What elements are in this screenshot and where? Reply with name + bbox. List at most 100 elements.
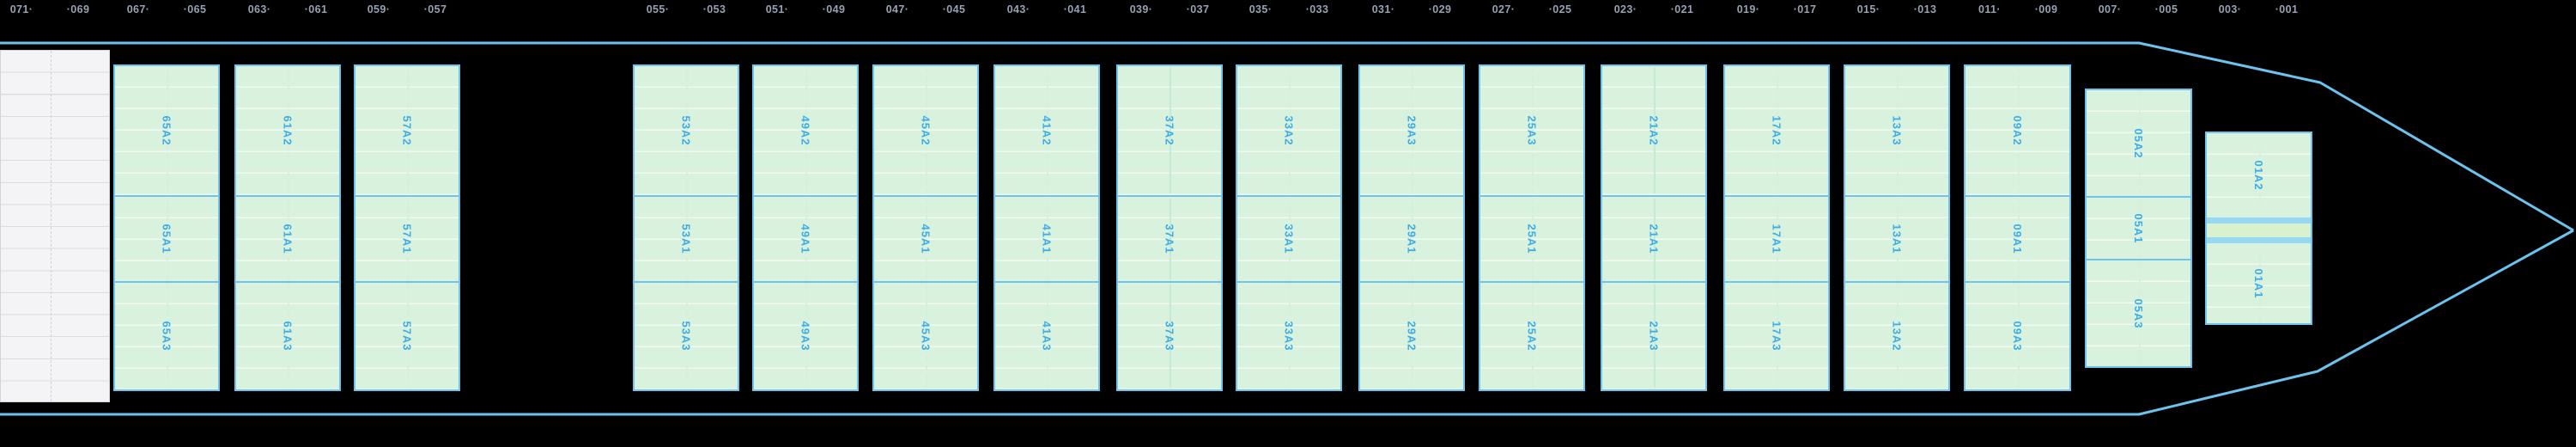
slot-09A3[interactable]: 09A3: [1965, 281, 2069, 389]
slot-label-25A3: 25A3: [1525, 115, 1539, 146]
slot-label-25A2: 25A2: [1525, 321, 1539, 352]
slot-61A3[interactable]: 61A3: [236, 281, 339, 389]
frame-number-003: 003·: [2218, 3, 2242, 15]
slot-label-05A3: 05A3: [2132, 297, 2145, 329]
slot-centerline: [1047, 285, 1048, 388]
slot-61A1[interactable]: 61A1: [236, 195, 339, 281]
slot-53A2[interactable]: 53A2: [635, 66, 738, 195]
slot-41A3[interactable]: 41A3: [995, 281, 1098, 389]
slot-17A3[interactable]: 17A3: [1725, 281, 1828, 389]
slot-29A1[interactable]: 29A1: [1360, 195, 1463, 281]
slot-centerline: [2258, 245, 2261, 321]
frame-number-063: 063·: [247, 3, 271, 15]
slot-17A1[interactable]: 17A1: [1725, 195, 1828, 281]
slot-05A1[interactable]: 05A1: [2087, 196, 2190, 259]
slot-45A3[interactable]: 45A3: [874, 281, 977, 389]
frame-number-065: ·065: [183, 3, 207, 15]
slot-65A3[interactable]: 65A3: [115, 281, 218, 389]
slot-label-37A3: 37A3: [1163, 321, 1176, 352]
slot-13A2[interactable]: 13A2: [1845, 281, 1948, 389]
slot-centerline: [407, 285, 409, 388]
slot-centerline: [1170, 68, 1171, 193]
slot-label-49A1: 49A1: [799, 224, 812, 254]
slot-25A3[interactable]: 25A3: [1480, 66, 1583, 195]
slot-21A3[interactable]: 21A3: [1602, 281, 1705, 389]
frame-number-029: ·029: [1428, 3, 1452, 15]
slot-label-13A1: 13A1: [1890, 224, 1904, 254]
slot-25A1[interactable]: 25A1: [1480, 195, 1583, 281]
frame-number-023: 023·: [1613, 3, 1637, 15]
slot-label-29A2: 29A2: [1405, 321, 1419, 352]
slot-label-17A3: 17A3: [1770, 321, 1783, 352]
slot-centerline: [167, 285, 168, 388]
slot-label-17A2: 17A2: [1770, 115, 1783, 146]
slot-61A2[interactable]: 61A2: [236, 66, 339, 195]
frame-number-013: ·013: [1913, 3, 1937, 15]
slot-centerline: [1532, 68, 1534, 193]
slot-45A2[interactable]: 45A2: [874, 66, 977, 195]
frame-number-059: 059·: [367, 3, 391, 15]
slot-21A1[interactable]: 21A1: [1602, 195, 1705, 281]
slot-centerline: [1897, 199, 1899, 279]
slot-centerline: [2017, 199, 2020, 279]
frame-number-011: 011·: [1978, 3, 2001, 15]
slot-17A2[interactable]: 17A2: [1725, 66, 1828, 195]
slot-01A2[interactable]: 01A2: [2207, 133, 2311, 217]
slot-label-33A2: 33A2: [1282, 115, 1296, 146]
slot-05A3[interactable]: 05A3: [2087, 259, 2190, 366]
slot-29A3[interactable]: 29A3: [1360, 66, 1463, 195]
slot-label-33A1: 33A1: [1282, 224, 1296, 254]
slot-57A1[interactable]: 57A1: [355, 195, 459, 281]
slot-label-41A1: 41A1: [1040, 224, 1054, 254]
slot-centerline: [1654, 199, 1656, 279]
frame-number-045: ·045: [942, 3, 966, 15]
slot-centerline: [926, 199, 927, 279]
slot-37A2[interactable]: 37A2: [1118, 66, 1221, 195]
slot-label-01A1: 01A1: [2252, 267, 2265, 299]
slot-53A3[interactable]: 53A3: [635, 281, 738, 389]
slot-41A2[interactable]: 41A2: [995, 66, 1098, 195]
slot-65A1[interactable]: 65A1: [115, 195, 218, 281]
bay-37: 37A2 37A1 37A3: [1116, 64, 1223, 391]
slot-label-37A1: 37A1: [1163, 224, 1176, 254]
slot-25A2[interactable]: 25A2: [1480, 281, 1583, 389]
frame-number-033: ·033: [1305, 3, 1329, 15]
bay-13: 13A3 13A1 13A2: [1844, 64, 1950, 391]
slot-65A2[interactable]: 65A2: [115, 66, 218, 195]
bay-49: 49A2 49A1 49A3: [752, 64, 859, 391]
slot-33A2[interactable]: 33A2: [1237, 66, 1340, 195]
slot-49A2[interactable]: 49A2: [754, 66, 857, 195]
slot-49A3[interactable]: 49A3: [754, 281, 857, 389]
slot-label-57A2: 57A2: [400, 115, 414, 146]
slot-21A2[interactable]: 21A2: [1602, 66, 1705, 195]
frame-number-049: ·049: [822, 3, 846, 15]
slot-57A2[interactable]: 57A2: [355, 66, 459, 195]
slot-13A3[interactable]: 13A3: [1845, 66, 1948, 195]
slot-49A1[interactable]: 49A1: [754, 195, 857, 281]
slot-29A2[interactable]: 29A2: [1360, 281, 1463, 389]
slot-09A2[interactable]: 09A2: [1965, 66, 2069, 195]
slot-37A3[interactable]: 37A3: [1118, 281, 1221, 389]
slot-13A1[interactable]: 13A1: [1845, 195, 1948, 281]
slot-41A1[interactable]: 41A1: [995, 195, 1098, 281]
slot-45A1[interactable]: 45A1: [874, 195, 977, 281]
slot-57A3[interactable]: 57A3: [355, 281, 459, 389]
slot-37A1[interactable]: 37A1: [1118, 195, 1221, 281]
slot-33A1[interactable]: 33A1: [1237, 195, 1340, 281]
frame-number-035: 035·: [1249, 3, 1273, 15]
frame-number-055: 055·: [646, 3, 670, 15]
slot-label-41A3: 41A3: [1040, 321, 1054, 352]
slot-01A1[interactable]: 01A1: [2207, 243, 2311, 323]
frame-number-057: ·057: [423, 3, 447, 15]
slot-33A3[interactable]: 33A3: [1237, 281, 1340, 389]
frame-number-041: ·041: [1063, 3, 1087, 15]
slot-centerline: [1047, 199, 1048, 279]
slot-label-41A2: 41A2: [1040, 115, 1054, 146]
frame-number-001: ·001: [2275, 3, 2299, 15]
slot-53A1[interactable]: 53A1: [635, 195, 738, 281]
slot-label-53A3: 53A3: [679, 321, 693, 352]
slot-09A1[interactable]: 09A1: [1965, 195, 2069, 281]
slot-05A2[interactable]: 05A2: [2087, 90, 2190, 196]
